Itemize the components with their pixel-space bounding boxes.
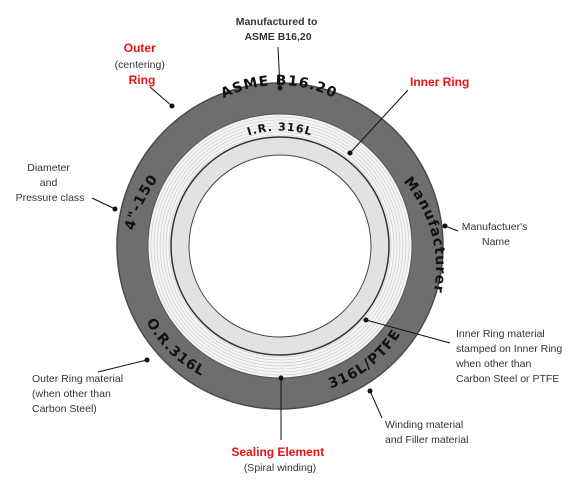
label-manufactured-to: Manufactured to ASME B16,20 [236, 16, 321, 43]
label-outer-ring: Outer (centering) Ring [115, 39, 170, 87]
label-sealing-element: Sealing Element (Spiral winding) [231, 443, 328, 474]
bore [188, 154, 372, 338]
leader-lines [91, 46, 459, 440]
label-manufacturer-name: Manufactuer's Name [462, 221, 531, 248]
label-outer-ring-material: Outer Ring material (when other than Car… [32, 373, 126, 415]
spiral-winding-lines [150, 116, 410, 376]
label-inner-ring: Inner Ring [410, 75, 469, 89]
label-winding-material: Winding material and Filler material [385, 419, 468, 446]
label-inner-ring-material: Inner Ring material stamped on Inner Rin… [455, 328, 565, 385]
label-diameter-pressure: Diameter and Pressure class [16, 162, 85, 204]
leader-dots [112, 85, 448, 394]
